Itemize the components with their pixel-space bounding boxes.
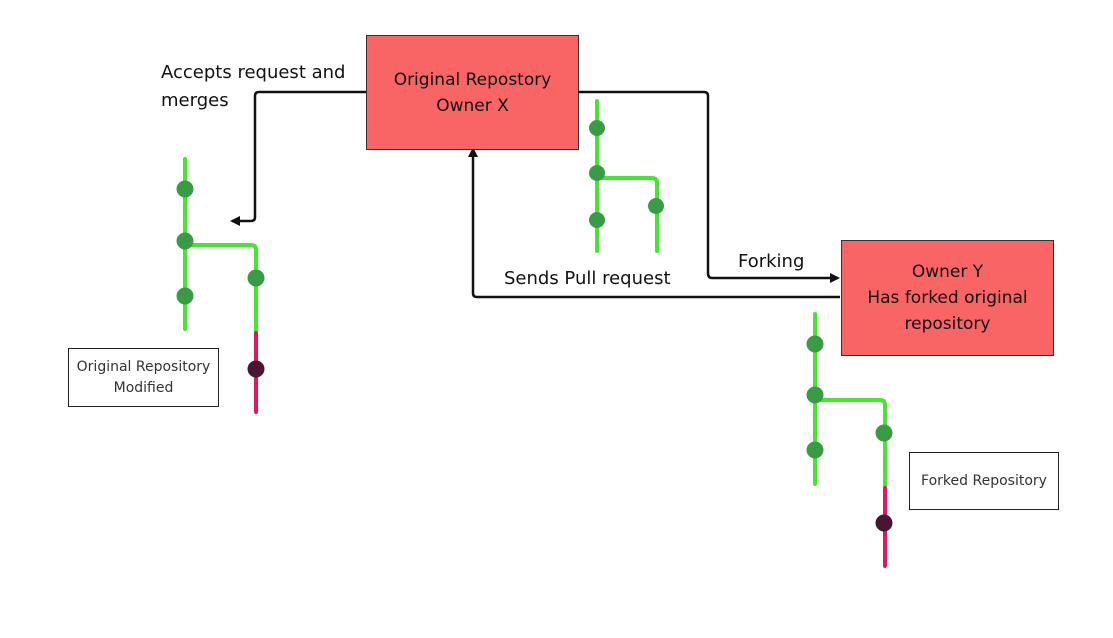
new-commit-dot: [875, 514, 893, 532]
original-repository-owner: Owner X: [436, 95, 509, 116]
original-repository-node: Original Repostory Owner X: [366, 35, 579, 150]
commit-dot: [589, 165, 605, 181]
branch-line: [595, 176, 659, 253]
commit-dot: [176, 232, 194, 250]
forking-edge-label: Forking: [738, 251, 805, 272]
commit-dot: [176, 180, 194, 198]
commit-dot: [648, 198, 664, 214]
original-repo-branch-graph: [589, 99, 664, 253]
owner-y-node: Owner Y Has forked original repository: [841, 240, 1054, 356]
modified-repository-label: Original Repository Modified: [68, 348, 219, 407]
branch-line: [183, 243, 258, 335]
commit-dot: [589, 120, 605, 136]
merge-edge-label-line1: Accepts request and: [161, 62, 346, 83]
commit-dot: [589, 212, 605, 228]
forked-repository-label: Forked Repository: [909, 452, 1059, 510]
original-repository-title: Original Repostory: [393, 69, 552, 90]
commit-dot: [875, 424, 893, 442]
owner-y-description-line2: repository: [904, 314, 991, 334]
merge-edge-label: Accepts request and merges: [161, 59, 345, 115]
commit-dot: [806, 386, 824, 404]
commit-dot: [806, 335, 824, 353]
commit-dot: [176, 287, 194, 305]
modified-repository-label-line1: Original Repository: [76, 358, 211, 375]
commit-dot: [247, 269, 265, 287]
modified-repository-label-line2: Modified: [113, 379, 174, 396]
forked-repo-branch-graph: [806, 312, 893, 568]
pull-request-edge-label: Sends Pull request: [504, 268, 671, 289]
pull-request-arrow: [468, 147, 840, 299]
merge-edge-label-line2: merges: [161, 90, 229, 111]
commit-dot: [806, 441, 824, 459]
owner-y-title: Owner Y: [911, 262, 984, 282]
modified-repo-branch-graph: [176, 157, 265, 414]
branch-line: [813, 398, 887, 490]
merge-arrow: [230, 90, 366, 226]
new-commit-dot: [247, 360, 265, 378]
forked-repository-label-text: Forked Repository: [921, 472, 1047, 489]
owner-y-description-line1: Has forked original: [867, 288, 1028, 308]
forking-arrow: [578, 90, 840, 283]
